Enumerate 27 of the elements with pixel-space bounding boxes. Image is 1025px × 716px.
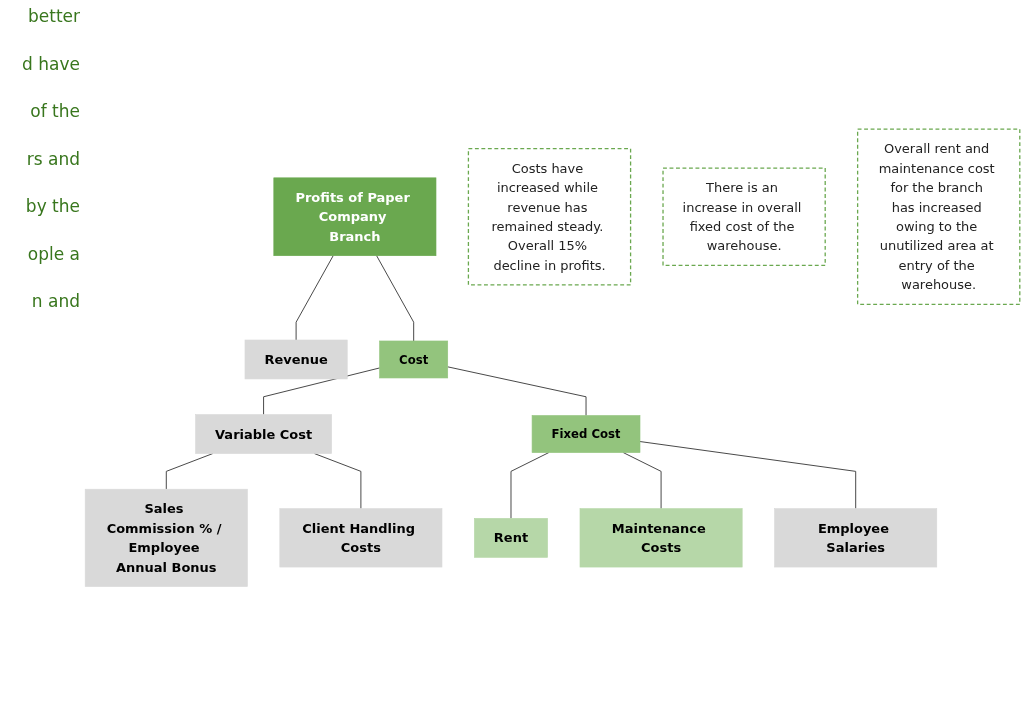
node-box: Sales Commission % / Employee Annual Bonus: [84, 489, 248, 587]
connector: [639, 441, 857, 510]
node-box: Overall rent and maintenance cost for the branch has increased owing to the unutilized area at entry of the warehouse.: [857, 128, 1021, 306]
connector: [376, 255, 415, 342]
connector: [622, 452, 662, 510]
node-box: Fixed Cost: [531, 415, 641, 454]
connector: [447, 366, 587, 417]
node-box: Variable Cost: [195, 414, 332, 454]
text-fragment: by the: [24, 195, 80, 218]
text-fragment: rs and: [25, 147, 80, 171]
text-fragment: d have: [21, 52, 80, 76]
connector: [510, 452, 550, 520]
connector: [295, 255, 334, 341]
node-box: Client Handling Costs: [279, 508, 443, 568]
node-box: Revenue: [244, 339, 348, 380]
text-fragment: better: [26, 5, 80, 28]
text-fragment: ople a: [26, 242, 80, 266]
text-fragment: n and: [30, 290, 80, 313]
node-box: Costs have increased while revenue has remained steady. Overall 15% decline in profits.: [467, 148, 632, 286]
node-box: Employee Salaries: [774, 508, 938, 568]
node-box: Maintenance Costs: [579, 508, 743, 568]
connector: [263, 367, 381, 416]
node-box: Profits of Paper Company Branch: [273, 177, 437, 257]
node-box: There is an increase in overall fixed cost of the warehouse.: [662, 167, 826, 267]
text-fragment: of the: [29, 100, 80, 123]
node-box: Cost: [379, 340, 449, 379]
node-box: Rent: [474, 518, 548, 558]
